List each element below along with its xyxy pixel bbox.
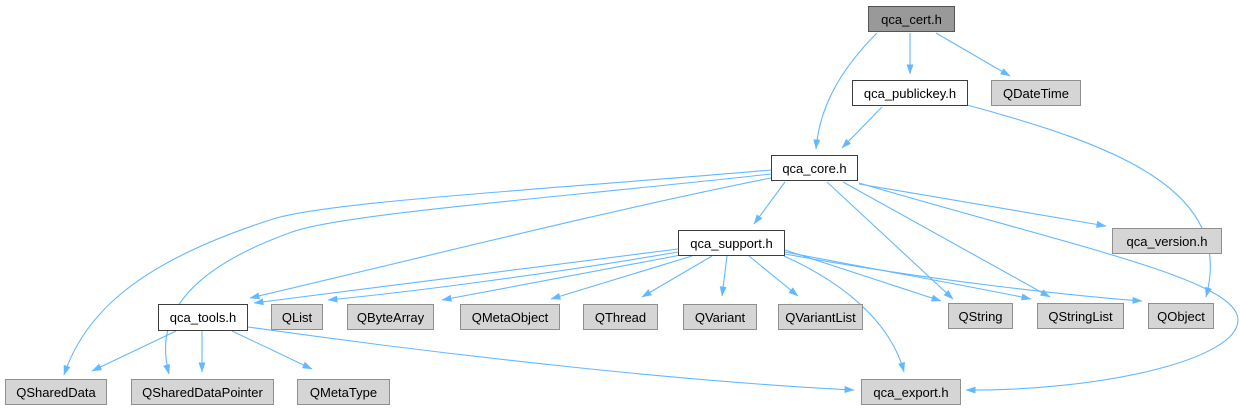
- edge-qca_support_h-to-qthread: [641, 255, 713, 298]
- edge-qca_cert_h-to-qdatetime: [935, 32, 1011, 77]
- node-qvariant: QVariant: [683, 304, 757, 330]
- node-qca_core_h[interactable]: qca_core.h: [771, 155, 858, 181]
- edge-qca_support_h-to-qvariantlist: [748, 255, 799, 297]
- node-qca_tools_h[interactable]: qca_tools.h: [158, 304, 248, 331]
- edge-qca_cert_h-to-qca_core_h: [813, 32, 878, 150]
- node-qca_support_h[interactable]: qca_support.h: [678, 230, 785, 256]
- node-qlist: QList: [271, 304, 323, 330]
- edge-qca_tools_h-to-qca_export_h: [247, 326, 855, 394]
- node-qca_cert_h: qca_cert.h: [868, 6, 955, 32]
- edge-qca_core_h-to-qstringlist: [842, 181, 1051, 298]
- edge-qca_publickey_h-to-qobject: [966, 104, 1212, 298]
- node-qca_publickey_h[interactable]: qca_publickey.h: [852, 80, 968, 106]
- node-qmetaobject: QMetaObject: [460, 304, 560, 330]
- edge-qca_core_h-to-qca_version_h: [858, 183, 1107, 228]
- node-qca_version_h: qca_version.h: [1112, 228, 1222, 254]
- edge-qca_tools_h-to-qshareddata: [91, 330, 177, 372]
- node-qthread: QThread: [583, 304, 658, 330]
- edge-qca_support_h-to-qlist: [327, 251, 679, 303]
- edge-qca_core_h-to-qshareddata: [63, 169, 772, 376]
- edge-qca_core_h-to-qshareddatapointer: [163, 173, 772, 375]
- edge-qca_core_h-to-qca_support_h: [753, 181, 786, 225]
- edge-qca_support_h-to-qca_export_h: [783, 255, 905, 373]
- node-qmetatype: QMetaType: [297, 379, 390, 405]
- node-qstring: QString: [948, 303, 1013, 329]
- edge-qca_core_h-to-qca_tools_h: [249, 177, 772, 300]
- node-qdatetime: QDateTime: [991, 80, 1081, 106]
- edge-qca_tools_h-to-qmetatype: [231, 330, 313, 370]
- edge-qca_support_h-to-qobject: [784, 253, 1143, 304]
- node-qvariantlist: QVariantList: [778, 304, 863, 330]
- edge-qca_support_h-to-qstringlist: [784, 251, 1032, 301]
- edge-qca_core_h-to-qca_export_h: [858, 182, 1239, 394]
- node-qshareddata: QSharedData: [5, 379, 107, 405]
- node-qshareddatapointer: QSharedDataPointer: [131, 379, 274, 405]
- node-qca_export_h: qca_export.h: [861, 379, 961, 405]
- edge-qca_support_h-to-qbytearray: [441, 254, 682, 302]
- node-qbytearray: QByteArray: [347, 304, 434, 330]
- edge-qca_core_h-to-qstring: [826, 181, 954, 300]
- edge-qca_support_h-to-qmetaobject: [550, 255, 693, 300]
- node-qobject: QObject: [1148, 303, 1214, 329]
- edge-qca_support_h-to-qca_tools_h: [253, 248, 679, 306]
- edge-qca_support_h-to-qvariant: [719, 255, 728, 297]
- edge-qca_publickey_h-to-qca_core_h: [841, 106, 883, 149]
- node-qstringlist: QStringList: [1037, 303, 1124, 329]
